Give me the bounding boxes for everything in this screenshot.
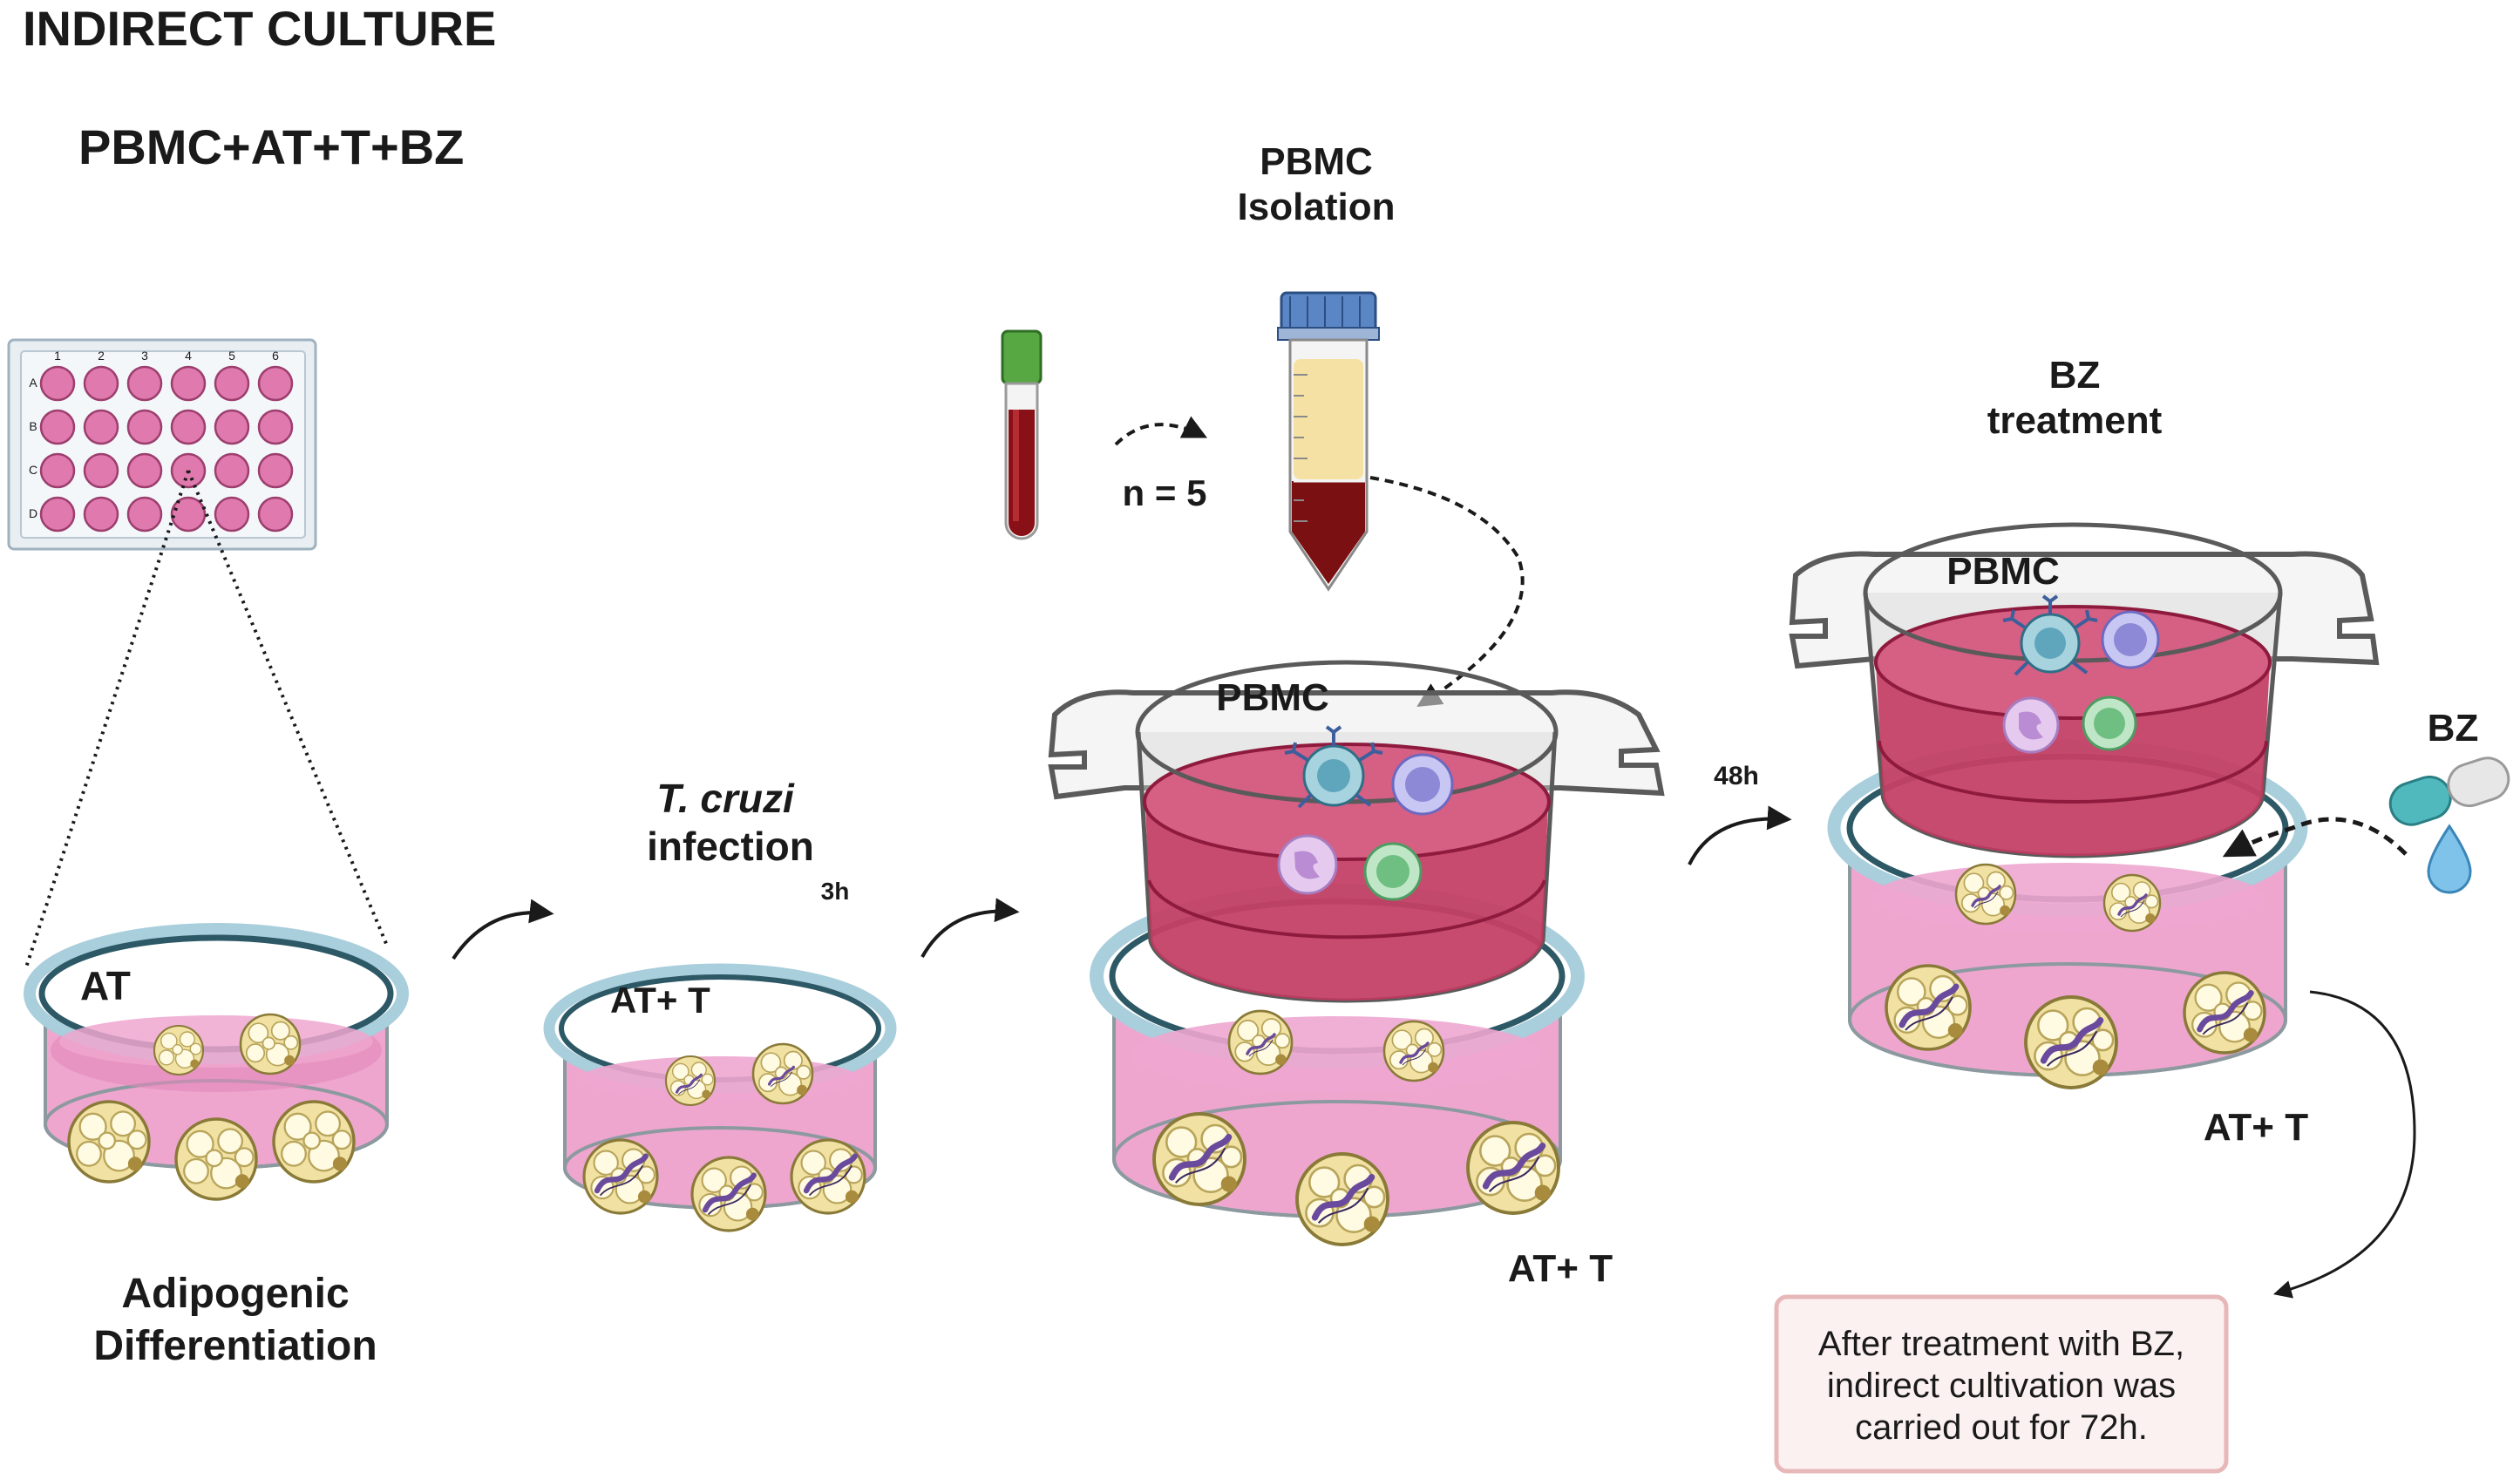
note-line-1: After treatment with BZ,	[1818, 1325, 2184, 1363]
coculture-time: 48h	[1714, 762, 1759, 790]
plate-row-c: C	[29, 463, 37, 477]
capsule-icon	[2388, 756, 2510, 826]
dish-bz-treatment	[1789, 522, 2380, 1089]
arrow-to-note	[2272, 990, 2416, 1299]
plate-well	[39, 365, 76, 402]
plate-well	[126, 365, 163, 402]
drop-icon	[2427, 824, 2472, 894]
plate-well	[126, 452, 163, 489]
plate-well	[170, 409, 207, 445]
plate-well	[170, 365, 207, 402]
plate-well	[83, 452, 119, 489]
plate-well	[214, 365, 250, 402]
page-title: INDIRECT CULTURE	[23, 1, 496, 56]
plate-row-a: A	[29, 376, 37, 390]
arrow-to-bz	[1688, 805, 1792, 865]
adipogenic-caption-2: Differentiation	[93, 1323, 377, 1369]
note-line-3: carried out for 72h.	[1855, 1408, 2148, 1447]
plate-row-b: B	[29, 419, 37, 433]
dish-bz-label: AT+ T	[2204, 1106, 2308, 1149]
plate-well	[83, 365, 119, 402]
dish-infection-label: AT+ T	[610, 980, 710, 1021]
plate-well	[126, 409, 163, 445]
insert-pbmc-label: PBMC	[1216, 676, 1329, 719]
plate-col-5: 5	[228, 349, 235, 363]
blood-tube	[1001, 329, 1043, 540]
plate-well	[126, 496, 163, 533]
arrow-to-pbmc	[920, 898, 1020, 958]
plate-well	[39, 496, 76, 533]
plate-well	[39, 452, 76, 489]
arrow-to-infection	[452, 899, 554, 960]
zoom-line-left	[24, 470, 190, 968]
bz-title-2: treatment	[1987, 399, 2163, 442]
dish-adipogenic-label: AT	[80, 963, 131, 1008]
plate-col-1: 1	[54, 349, 61, 363]
dish-pbmc-label: AT+ T	[1508, 1247, 1613, 1290]
dish-infection	[543, 963, 897, 1232]
dish-adipogenic	[24, 923, 409, 1201]
insert-bz-pbmc-label: PBMC	[1946, 550, 2060, 593]
plate-well	[214, 496, 250, 533]
plate-well	[83, 496, 119, 533]
plate-well	[257, 365, 294, 402]
dish-pbmc-coculture	[1048, 660, 1665, 1246]
plate-well	[257, 409, 294, 445]
drug-label: BZ	[2428, 707, 2479, 750]
n-label: n = 5	[1123, 472, 1207, 513]
note-box: After treatment with BZ, indirect cultiv…	[1774, 1294, 2229, 1474]
arrow-bz-to-insert	[2222, 817, 2408, 858]
plate-col-6: 6	[272, 349, 279, 363]
plate-col-2: 2	[98, 349, 105, 363]
plate-well	[257, 452, 294, 489]
plate-well	[214, 409, 250, 445]
falcon-tube	[1277, 291, 1380, 592]
arrow-blood-to-tube	[1114, 416, 1208, 446]
plate-row-d: D	[29, 506, 37, 520]
plate-well	[83, 409, 119, 445]
well-plate: 1 2 3 4 5 6 A B C D	[7, 338, 317, 551]
infection-time: 3h	[821, 878, 850, 905]
adipogenic-caption-1: Adipogenic	[121, 1271, 349, 1317]
plate-well	[257, 496, 294, 533]
condition-label: PBMC+AT+T+BZ	[78, 119, 464, 174]
plate-well	[214, 452, 250, 489]
plate-well	[39, 409, 76, 445]
arrow-tube-to-insert	[1369, 476, 1525, 707]
isolation-title-2: Isolation	[1238, 186, 1396, 228]
note-line-2: indirect cultivation was	[1827, 1367, 2176, 1405]
plate-col-4: 4	[185, 349, 192, 363]
infection-title-2: infection	[647, 824, 814, 869]
plate-col-3: 3	[141, 349, 148, 363]
bz-title-1: BZ	[2049, 354, 2101, 397]
infection-title-italic: T. cruzi	[656, 776, 795, 821]
isolation-title-1: PBMC	[1260, 140, 1373, 183]
